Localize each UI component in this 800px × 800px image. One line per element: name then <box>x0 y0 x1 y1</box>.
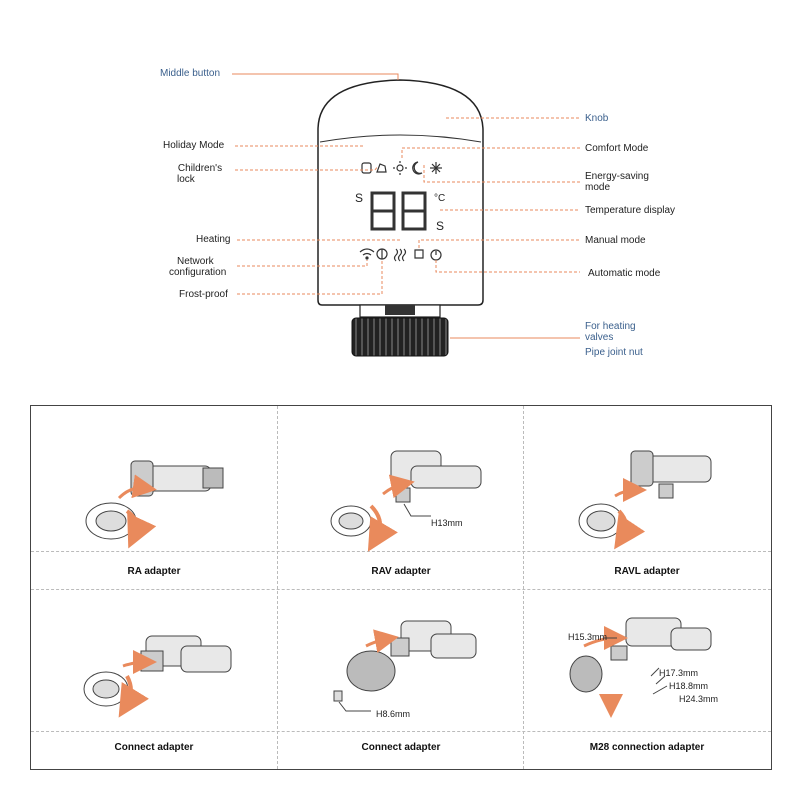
manual-icon <box>414 249 424 259</box>
grid-divider <box>523 406 524 769</box>
moon-icon <box>412 161 423 175</box>
display-right-s: S <box>436 219 445 233</box>
caption-connect-adapter-2: Connect adapter <box>361 742 441 753</box>
dim-label: H13mm <box>431 518 463 528</box>
label-energy-saving-2: mode <box>585 182 611 193</box>
dim-label: H15.3mm <box>568 632 608 642</box>
caption-rav-adapter: RAV adapter <box>371 566 431 577</box>
snowflake-icon <box>430 162 442 174</box>
segment-display <box>370 191 427 231</box>
label-pipe-joint-nut: Pipe joint nut <box>585 347 643 358</box>
knob-line <box>319 134 482 143</box>
grid-divider <box>31 551 771 552</box>
caption-m28-adapter: M28 connection adapter <box>589 742 705 753</box>
adapter-grid: H13mm H8.6mm H15.3mm H17.3mm H18.8mm H24… <box>30 405 772 770</box>
label-holiday-mode: Holiday Mode <box>163 140 225 151</box>
wifi-icon <box>359 248 375 260</box>
dim-label: H24.3mm <box>679 694 719 704</box>
label-manual-mode: Manual mode <box>585 235 646 246</box>
label-for-heating-valves-1: For heating <box>585 321 636 332</box>
thermostat-body <box>317 79 484 306</box>
label-knob: Knob <box>585 113 609 124</box>
caption-ra-adapter: RA adapter <box>127 566 181 577</box>
label-network-config-2: configuration <box>169 267 227 278</box>
thermostat-illustration <box>232 73 580 357</box>
label-for-heating-valves-2: valves <box>585 332 614 343</box>
label-heating: Heating <box>196 234 231 245</box>
rav-adapter-illustration <box>330 450 482 552</box>
thermostat-diagram: S °C S Middle button Holiday Mode Childr… <box>160 68 676 358</box>
label-childrens-lock-1: Children's <box>177 163 223 174</box>
frost-icon <box>376 248 388 260</box>
connect-adapter-illustration-1 <box>83 635 232 718</box>
label-comfort-mode: Comfort Mode <box>585 143 649 154</box>
holiday-icon <box>361 162 372 174</box>
grid-divider <box>31 731 771 732</box>
adapter-illustrations <box>83 450 712 718</box>
label-childrens-lock-2: lock <box>177 174 195 185</box>
label-middle-button: Middle button <box>160 68 221 79</box>
dim-label: H8.6mm <box>376 709 411 719</box>
ravl-adapter-illustration <box>578 450 712 550</box>
leader-lines <box>232 73 580 339</box>
label-temperature-display: Temperature display <box>585 205 676 216</box>
label-network-config-1: Network <box>177 256 214 267</box>
grid-divider <box>31 589 771 590</box>
pipe-joint-nut <box>351 317 449 357</box>
caption-connect-adapter-1: Connect adapter <box>114 742 194 753</box>
heating-icon <box>393 248 407 262</box>
label-frost-proof: Frost-proof <box>179 289 228 300</box>
m28-adapter-illustration <box>569 617 712 718</box>
childrens-lock-icon <box>376 163 387 173</box>
display-left-s: S <box>355 191 364 205</box>
dim-label: H17.3mm <box>659 668 699 678</box>
sun-icon <box>393 161 407 175</box>
grid-divider <box>277 406 278 769</box>
dim-label: H18.8mm <box>669 681 709 691</box>
caption-ravl-adapter: RAVL adapter <box>614 566 680 577</box>
label-energy-saving-1: Energy-saving <box>585 171 649 182</box>
connect-adapter-illustration-2 <box>333 620 477 712</box>
ra-adapter-illustration <box>85 460 224 549</box>
label-automatic-mode: Automatic mode <box>588 268 661 279</box>
display-unit: °C <box>434 193 446 204</box>
